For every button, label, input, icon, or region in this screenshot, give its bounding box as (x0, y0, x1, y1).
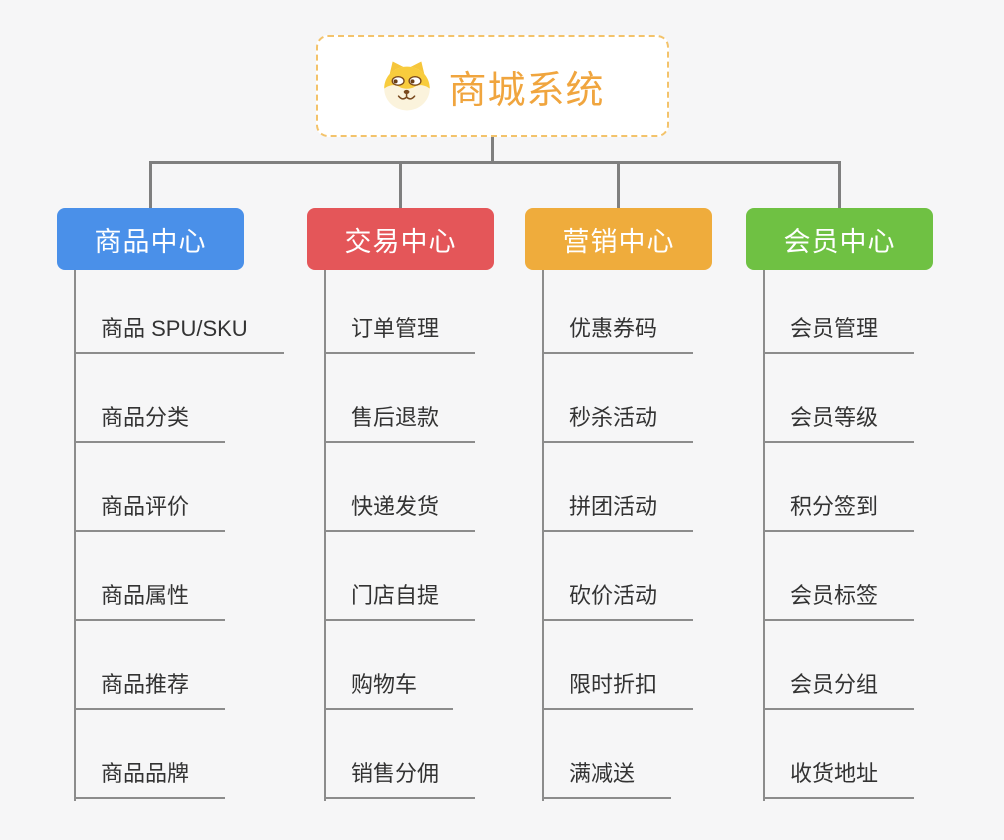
branch-product-center: 商品中心 商品 SPU/SKU 商品分类商品评价商品属性商品推荐商品品牌 (57, 161, 284, 808)
child-topic[interactable]: 商品推荐 (74, 667, 226, 710)
connector-branch-vline (324, 270, 326, 801)
child-topic[interactable]: 销售分佣 (324, 756, 476, 799)
child-topic[interactable]: 满减送 (542, 756, 672, 799)
connector-branch-vline (542, 270, 544, 801)
child-topic[interactable]: 快递发货 (324, 489, 476, 532)
branch-label: 会员中心 (783, 226, 896, 257)
child-topic[interactable]: 收货地址 (763, 756, 915, 799)
child-topic[interactable]: 会员等级 (763, 400, 915, 443)
connector-branch-drop (149, 161, 152, 208)
branch-marketing-center: 营销中心 优惠券码秒杀活动拼团活动砍价活动限时折扣满减送 (525, 161, 712, 808)
branch-member-center: 会员中心 会员管理会员等级积分签到会员标签会员分组收货地址 (746, 161, 933, 808)
branch-header-product-center[interactable]: 商品中心 (57, 208, 244, 270)
child-topic[interactable]: 积分签到 (763, 489, 915, 532)
child-topic[interactable]: 拼团活动 (542, 489, 694, 532)
branch-label: 交易中心 (344, 226, 457, 257)
child-topic[interactable]: 售后退款 (324, 400, 476, 443)
child-topic[interactable]: 优惠券码 (542, 311, 694, 354)
child-topic[interactable]: 商品 SPU/SKU (74, 311, 284, 354)
branch-header-trade-center[interactable]: 交易中心 (307, 208, 494, 270)
child-topic[interactable]: 商品分类 (74, 400, 226, 443)
child-topic[interactable]: 会员管理 (763, 311, 915, 354)
branch-header-member-center[interactable]: 会员中心 (746, 208, 933, 270)
child-topic[interactable]: 订单管理 (324, 311, 476, 354)
child-topic[interactable]: 限时折扣 (542, 667, 694, 710)
child-topic[interactable]: 购物车 (324, 667, 454, 710)
connector-branch-drop (838, 161, 841, 208)
connector-branch-drop (617, 161, 620, 208)
connector-horizontal-bar (149, 161, 841, 164)
branch-label: 商品中心 (94, 226, 207, 257)
child-topic[interactable]: 会员标签 (763, 578, 915, 621)
root-title: 商城系统 (448, 69, 605, 112)
child-topic[interactable]: 砍价活动 (542, 578, 694, 621)
child-topic[interactable]: 商品品牌 (74, 756, 226, 799)
connector-branch-drop (399, 161, 402, 208)
branch-label: 营销中心 (562, 226, 675, 257)
child-topic[interactable]: 门店自提 (324, 578, 476, 621)
branch-header-marketing-center[interactable]: 营销中心 (525, 208, 712, 270)
branch-trade-center: 交易中心 订单管理售后退款快递发货门店自提购物车销售分佣 (307, 161, 494, 808)
child-topic[interactable]: 会员分组 (763, 667, 915, 710)
connector-root-stub (491, 137, 494, 164)
child-topic[interactable]: 秒杀活动 (542, 400, 694, 443)
root-node[interactable]: 商城系统 (316, 35, 669, 137)
connector-branch-vline (74, 270, 76, 801)
child-topic[interactable]: 商品评价 (74, 489, 226, 532)
child-topic[interactable]: 商品属性 (74, 578, 226, 621)
connector-branch-vline (763, 270, 765, 801)
shiba-dog-icon (384, 61, 431, 111)
